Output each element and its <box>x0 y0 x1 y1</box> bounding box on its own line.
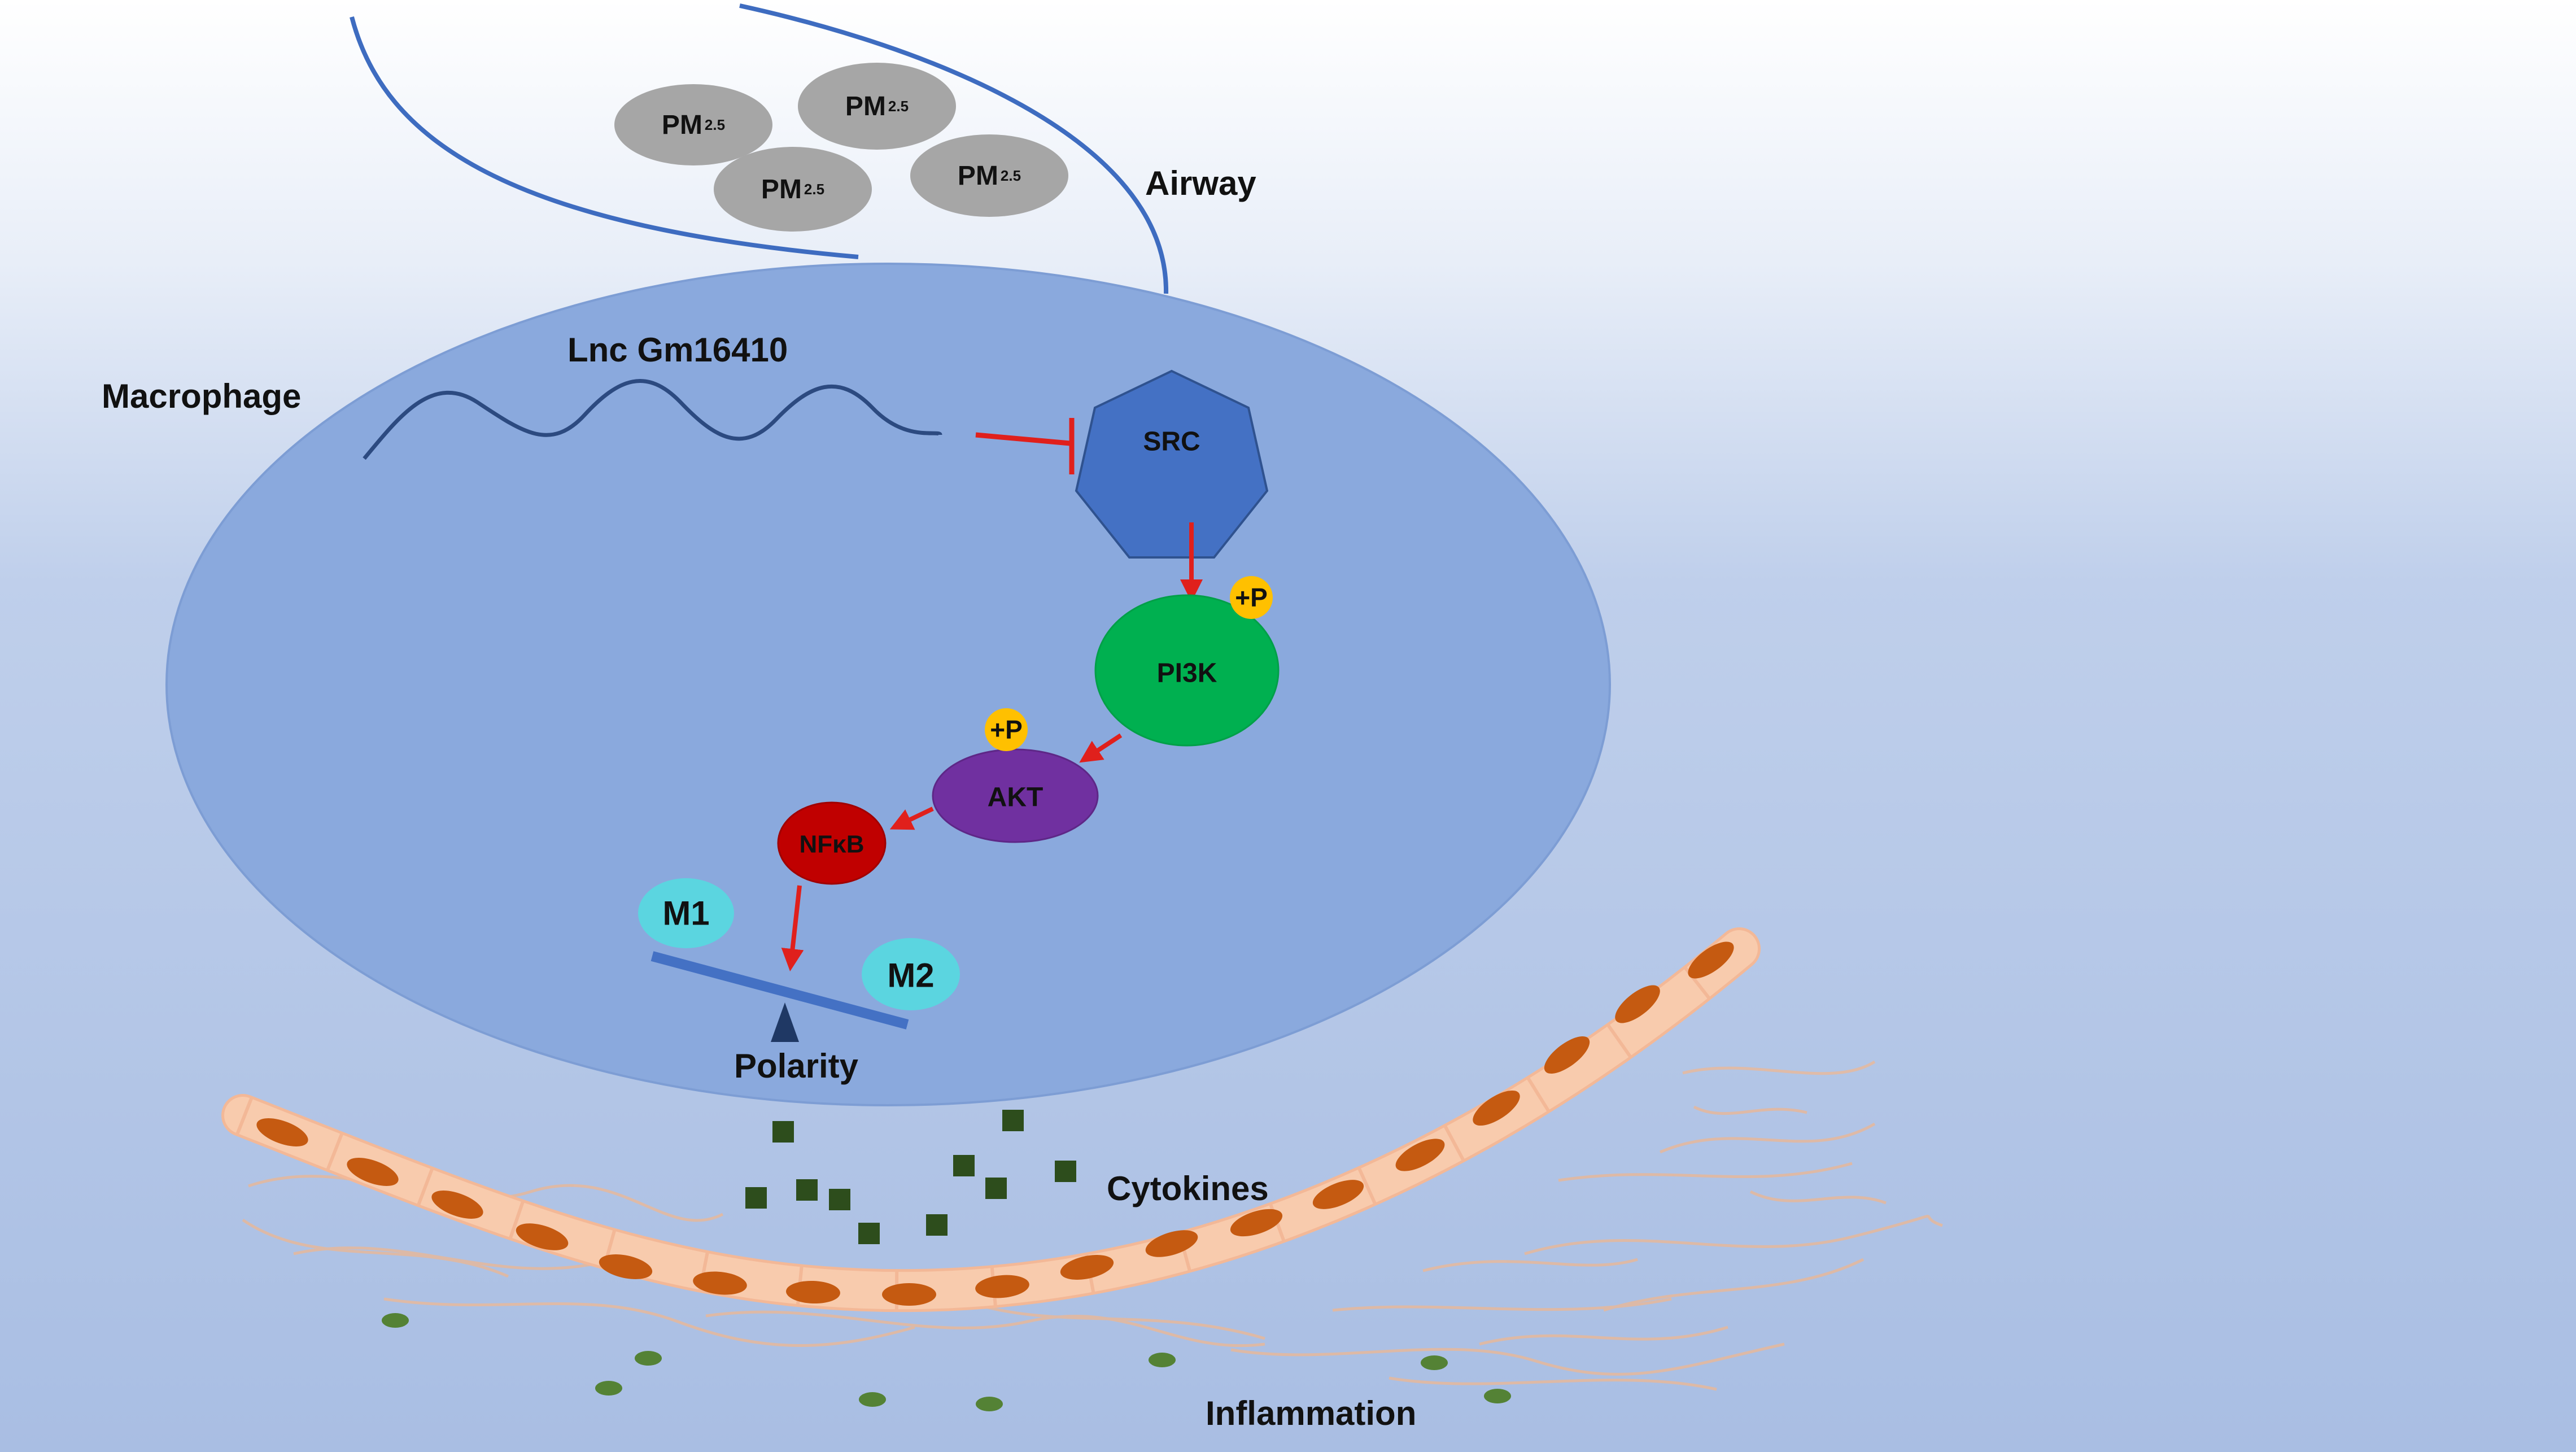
inhibition-arrow <box>975 418 1075 474</box>
svg-text:PM2.5: PM2.5 <box>761 175 824 204</box>
akt-to-nfkb-arrow <box>889 806 934 830</box>
lnc-rna-strand <box>363 379 942 460</box>
cytokines-label: Cytokines <box>1107 1170 1269 1207</box>
endothelial-nuclei <box>256 941 1734 1306</box>
inflammation-cells <box>382 1313 1511 1411</box>
svg-text:+P: +P <box>990 715 1023 744</box>
polarity-label: Polarity <box>734 1047 859 1085</box>
akt-node: AKT <box>932 748 1099 843</box>
phospho-badge-akt: +P <box>985 708 1028 751</box>
svg-text:PM2.5: PM2.5 <box>662 110 725 140</box>
macrophage-label: Macrophage <box>102 377 301 415</box>
polarity-fulcrum <box>771 1002 799 1042</box>
svg-text:NFκB: NFκB <box>800 831 865 858</box>
inflammation-label: Inflammation <box>1206 1394 1416 1432</box>
polarity-balance-beam <box>650 951 909 1030</box>
blood-vessel <box>221 927 1761 1313</box>
nfkb-node: NFκB <box>777 801 887 885</box>
pi3k-node: PI3K <box>1094 594 1280 747</box>
svg-text:PM2.5: PM2.5 <box>958 161 1021 191</box>
airway-label: Airway <box>1145 164 1256 202</box>
tissue-fibers <box>242 1060 1943 1391</box>
svg-text:SRC: SRC <box>1143 427 1200 457</box>
nfkb-to-polarity-arrow <box>781 885 804 971</box>
svg-text:PI3K: PI3K <box>1157 659 1217 688</box>
cytokines <box>745 1110 1076 1244</box>
m2-node: M2 <box>862 938 960 1010</box>
pi3k-to-akt-arrow <box>1079 733 1123 763</box>
airway-wall <box>350 3 1169 294</box>
phospho-badge-pi3k: +P <box>1230 576 1273 619</box>
m1-node: M1 <box>638 878 734 948</box>
src-node: SRC <box>1075 369 1269 559</box>
lnc-label: Lnc Gm16410 <box>567 331 788 369</box>
svg-text:AKT: AKT <box>988 783 1044 813</box>
svg-text:+P: +P <box>1235 583 1268 612</box>
airway-wall-inner <box>350 16 859 259</box>
svg-text:PM2.5: PM2.5 <box>845 91 909 121</box>
svg-text:M2: M2 <box>887 957 934 995</box>
svg-text:M1: M1 <box>662 895 709 932</box>
airway-wall-outer <box>739 3 1169 294</box>
